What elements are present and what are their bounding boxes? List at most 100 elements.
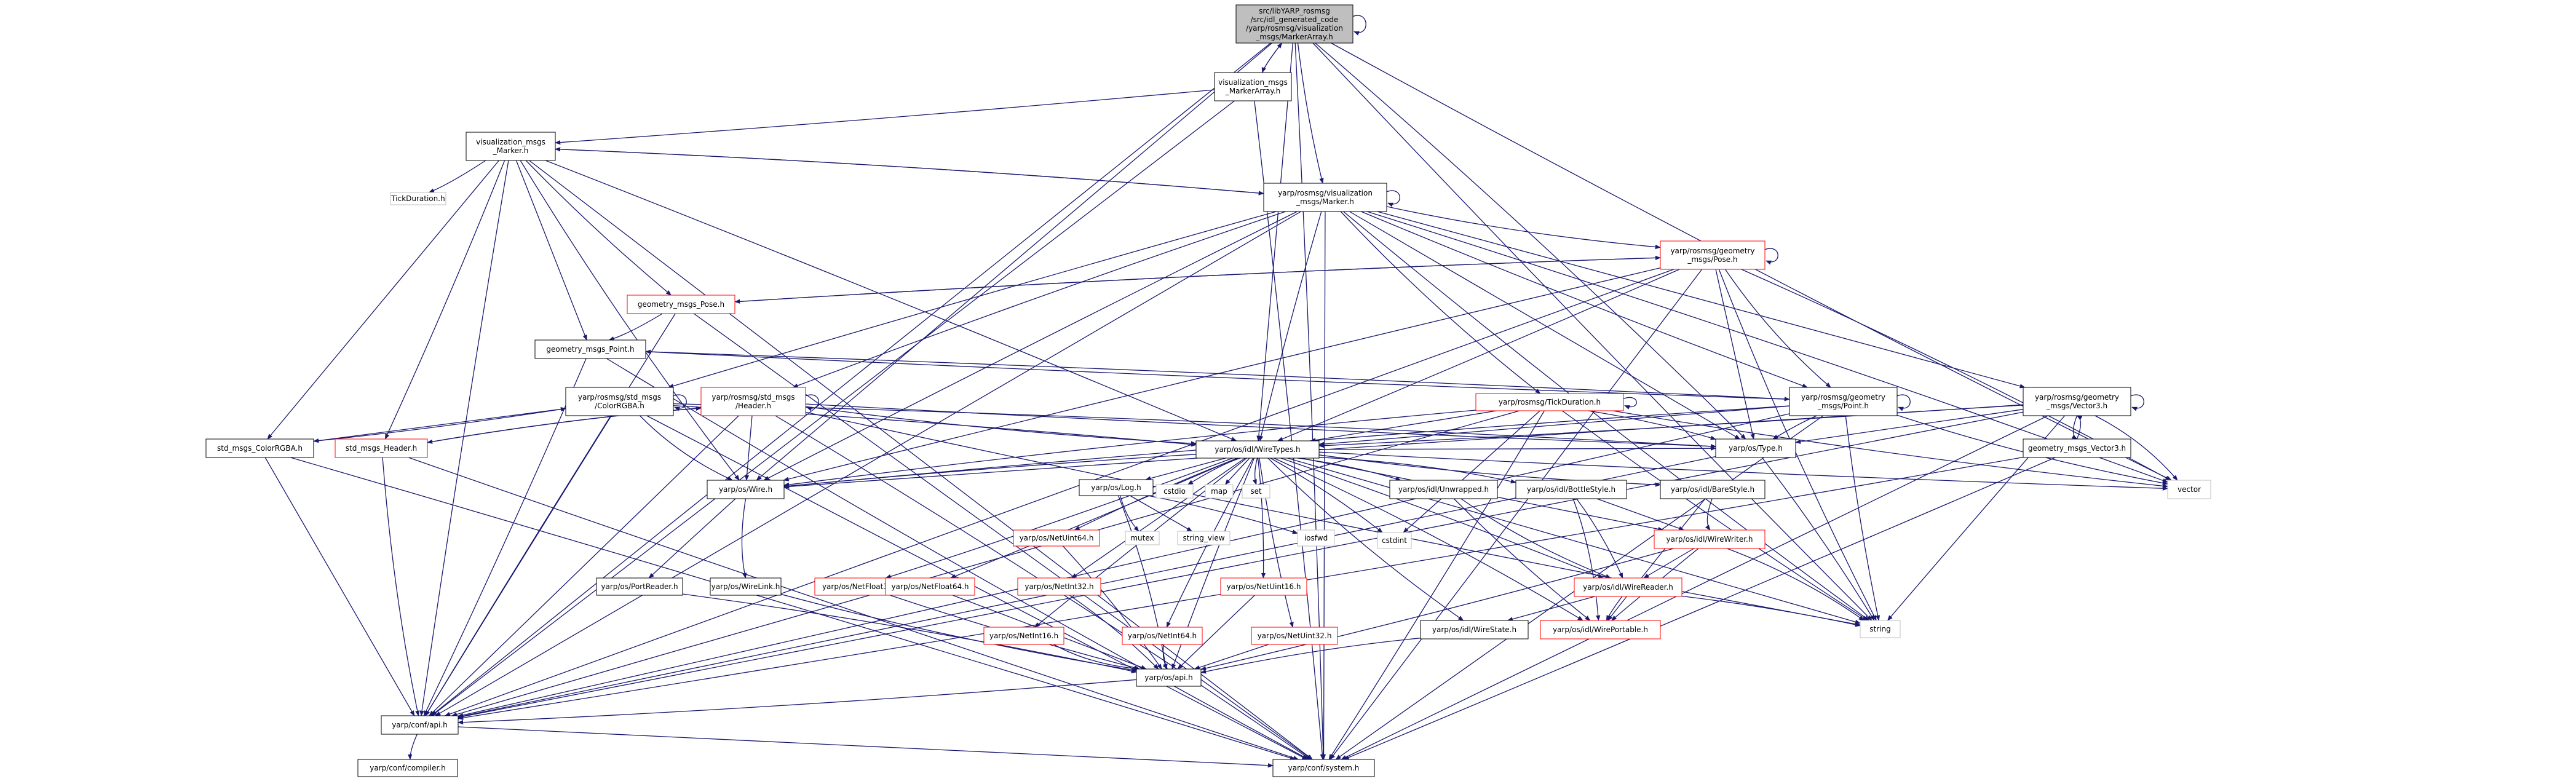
include-edge-vmMarker-to-gmPose [525,160,672,296]
node-portReader[interactable]: yarp/os/PortReader.h [596,577,683,596]
node-netInt32[interactable]: yarp/os/NetInt32.h [1017,577,1101,596]
node-yrTickDur[interactable]: yarp/rosmsg/TickDuration.h [1475,393,1624,411]
node-osWire[interactable]: yarp/os/Wire.h [707,480,785,499]
node-cstdio: cstdio [1155,484,1194,499]
node-box [1272,759,1375,777]
include-edge-vmMarker-to-stdHeader [384,160,505,440]
include-edge-wireLink-to-osApi [780,593,1137,672]
include-edge-gmVec3-to-yrGeomVec3 [2076,415,2083,440]
node-vmMarkerArray[interactable]: visualization_msgs_MarkerArray.h [1214,72,1292,101]
node-label: string_view [1183,534,1224,542]
node-netInt16[interactable]: yarp/os/NetInt16.h [983,627,1064,645]
node-label: geometry_msgs_Pose.h [638,300,724,309]
include-edge-yrGeomVec3-to-osType [1795,409,2024,444]
node-unwrapped[interactable]: yarp/os/idl/Unwrapped.h [1389,480,1498,499]
include-edge-vmMarker-to-confApi [419,160,509,716]
include-edge-stdHeader-to-confSystem [408,457,1299,760]
include-edge-wireReader-to-string [1681,595,1861,627]
include-edge-gmPoint-to-confApi [423,358,587,716]
node-label: /ColorRGBA.h [595,402,644,410]
node-box [357,759,458,777]
node-yrStdHeader[interactable]: yarp/rosmsg/std_msgs/Header.h [700,387,806,416]
node-box [1251,627,1338,645]
node-wireWriter[interactable]: yarp/os/idl/WireWriter.h [1654,529,1766,549]
node-box [1420,620,1529,639]
node-label: std_msgs_ColorRGBA.h [217,444,303,453]
include-edge-stdColor-to-confSystem [290,457,1296,761]
include-edge-yrTickDur-to-cstdint [1403,410,1540,533]
include-edge-vmMarker-to-yrVisMarker [555,148,1264,196]
node-wirePortable[interactable]: yarp/os/idl/WirePortable.h [1540,620,1661,639]
node-box [1297,529,1335,547]
node-label: string [1869,625,1890,633]
node-osApi[interactable]: yarp/os/api.h [1136,668,1202,687]
include-edge-gmPose-to-confApi [425,313,676,716]
include-edge-yrGeomVec3-to-osWire [783,405,2024,489]
node-wireState[interactable]: yarp/os/idl/WireState.h [1420,620,1529,639]
include-edge-yrGeomPoint-to-gmPoint [645,349,1790,400]
node-label: set [1250,487,1262,496]
node-box [1263,183,1387,212]
node-box [1177,531,1231,545]
node-netUint16[interactable]: yarp/os/NetUint16.h [1220,577,1307,596]
node-yrVisMarker[interactable]: yarp/rosmsg/visualization_msgs/Marker.h [1263,183,1387,212]
node-box [2023,438,2131,458]
include-edge-yrTickDur-to-wireTypes [1310,410,1497,443]
node-netUint32[interactable]: yarp/os/NetUint32.h [1251,627,1338,645]
node-confCompiler[interactable]: yarp/conf/compiler.h [357,759,458,777]
include-edge-bottleStyle-to-wirePortable [1572,498,1601,621]
include-edge-wireTypes-to-netInt32 [1071,457,1246,579]
node-label: yarp/rosmsg/geometry [1801,393,1885,402]
include-edge-wireTypes-to-osLog [1145,457,1226,481]
node-osType[interactable]: yarp/os/Type.h [1715,438,1796,458]
node-netFloat64[interactable]: yarp/os/NetFloat64.h [885,577,975,596]
node-box [534,339,646,359]
node-bareStyle[interactable]: yarp/os/idl/BareStyle.h [1660,480,1766,499]
node-gmVec3[interactable]: geometry_msgs_Vector3.h [2023,438,2131,458]
include-edge-vmMarker-to-wireTypes [545,160,1237,441]
include-edge-wireTypes-to-vector [1318,451,2168,491]
node-stdColor[interactable]: std_msgs_ColorRGBA.h [205,438,314,458]
node-bottleStyle[interactable]: yarp/os/idl/BottleStyle.h [1515,480,1627,499]
node-box [381,715,459,735]
node-box [1017,577,1101,596]
node-box [335,438,428,458]
node-wireLink[interactable]: yarp/os/WireLink.h [710,577,782,596]
node-label: yarp/os/api.h [1144,673,1192,682]
include-edge-wireState-to-osApi [1200,638,1421,674]
node-tickDurationTop: TickDuration.h [390,192,446,205]
node-yrGeomPose[interactable]: yarp/rosmsg/geometry_msgs/Pose.h [1660,240,1766,270]
node-netInt64[interactable]: yarp/os/NetInt64.h [1122,627,1203,645]
include-edge-yrVisMarker-to-string [1343,211,1870,621]
node-box [1122,627,1203,645]
node-box [1515,480,1627,499]
include-edge-bareStyle-to-wireWriter [1705,498,1713,531]
node-wireReader[interactable]: yarp/os/idl/WireReader.h [1574,577,1682,597]
include-edge-stdColor-to-confApi [264,457,415,716]
node-yrGeomVec3[interactable]: yarp/rosmsg/geometry_msgs/Vector3.h [2023,387,2131,416]
node-label: yarp/conf/api.h [392,721,448,729]
node-box [885,577,975,596]
node-yrStdColor[interactable]: yarp/rosmsg/std_msgs/ColorRGBA.h [565,387,674,416]
node-box [1574,577,1682,597]
node-osLog[interactable]: yarp/os/Log.h [1079,479,1154,496]
include-edge-wireTypes-to-osType [1318,446,1716,451]
node-gmPoint[interactable]: geometry_msgs_Point.h [534,339,646,359]
include-edge-osLog-to-stringView [1130,495,1193,532]
include-edge-wireTypes-to-osWire [783,454,1197,488]
node-confSystem[interactable]: yarp/conf/system.h [1272,759,1375,777]
include-edge-osLog-to-mutex [1120,495,1139,532]
node-netUint64[interactable]: yarp/os/NetUint64.h [1013,529,1100,547]
include-edge-yrStdHeader-to-string [805,411,1861,627]
node-yrGeomPoint[interactable]: yarp/rosmsg/geometry_msgs/Point.h [1789,387,1898,416]
include-edge-wireTypes-to-netInt64 [1166,457,1254,628]
node-wireTypes[interactable]: yarp/os/idl/WireTypes.h [1195,440,1320,459]
include-edge-root-to-string [1312,42,1873,621]
node-stdHeader[interactable]: std_msgs_Header.h [335,438,428,458]
node-label: vector [2178,485,2201,494]
node-confApi[interactable]: yarp/conf/api.h [381,715,459,735]
node-gmPose[interactable]: geometry_msgs_Pose.h [627,295,735,314]
include-edge-vmMarkerArray-to-vmMarker [555,89,1215,145]
include-edge-root-to-osType [1315,42,1746,440]
node-vmMarker[interactable]: visualization_msgs_Marker.h [466,132,556,161]
